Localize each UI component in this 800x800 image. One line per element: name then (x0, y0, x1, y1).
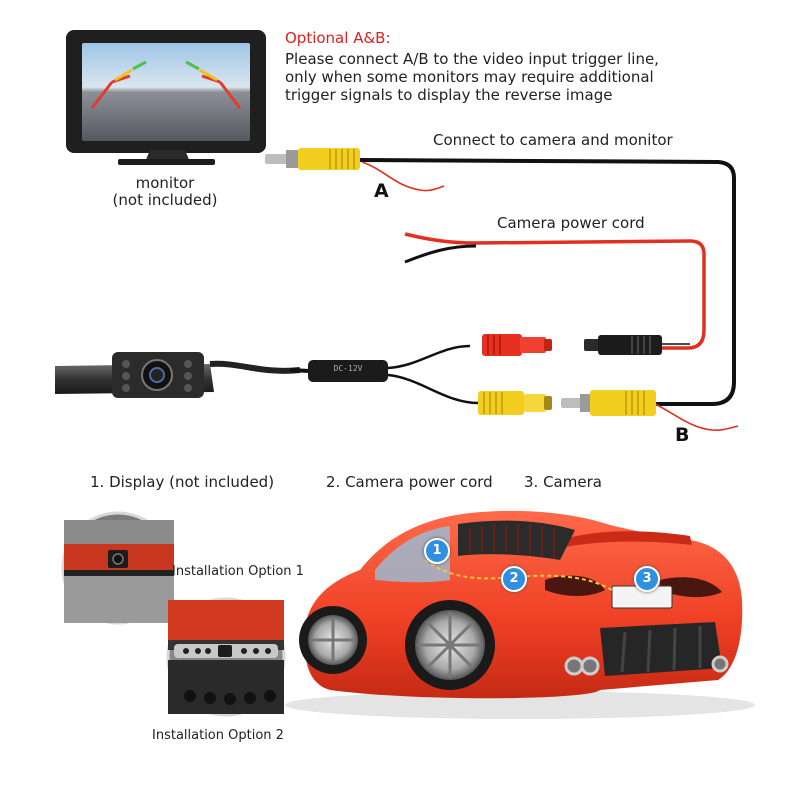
legend-item-power-cord: 2. Camera power cord (326, 473, 493, 491)
installation-option-2-label: Installation Option 2 (152, 728, 284, 743)
rca-connector-cable-b (561, 390, 656, 416)
optional-line-1: Please connect A/B to the video input tr… (285, 50, 659, 68)
legend-item-display: 1. Display (not included) (90, 473, 275, 491)
car-marker-display: 1 (424, 538, 450, 564)
rca-connector-monitor (265, 148, 360, 170)
trigger-wire-a (361, 161, 445, 192)
car-marker-1-label: 1 (432, 543, 442, 558)
car-marker-2-label: 2 (509, 571, 519, 586)
dc-box-label: DC-12V (333, 364, 363, 373)
optional-line-2: only when some monitors may require addi… (285, 68, 654, 86)
optional-line-3: trigger signals to display the reverse i… (285, 86, 613, 104)
camera-cable (289, 368, 311, 373)
power-cord-label: Camera power cord (497, 214, 645, 232)
optional-title: Optional A&B: (285, 29, 391, 47)
dc-female-connector (482, 334, 552, 356)
car-marker-power-cord: 2 (501, 566, 527, 592)
rca-connector-camera (478, 391, 552, 415)
car-marker-3-label: 3 (642, 571, 652, 586)
car-marker-camera: 3 (634, 566, 660, 592)
dc-power-plug (584, 335, 662, 355)
installation-option-1-graphic (61, 511, 175, 625)
power-cord (404, 232, 706, 350)
monitor-graphic (66, 30, 266, 165)
legend-item-camera: 3. Camera (524, 473, 602, 491)
point-a-label: A (374, 180, 389, 202)
monitor-label-name: monitor (135, 174, 195, 192)
installation-option-2-graphic (166, 597, 286, 717)
video-cable (359, 158, 736, 406)
point-b-label: B (675, 424, 690, 446)
trigger-wire-b (654, 403, 739, 431)
camera-graphic (55, 352, 301, 398)
installation-option-1-label: Installation Option 1 (172, 564, 304, 579)
monitor-label-note: (not included) (112, 191, 218, 209)
car-graphic (285, 510, 755, 719)
dc-box (308, 360, 388, 382)
monitor-label: monitor (not included) (105, 175, 225, 209)
connect-label: Connect to camera and monitor (433, 131, 673, 149)
